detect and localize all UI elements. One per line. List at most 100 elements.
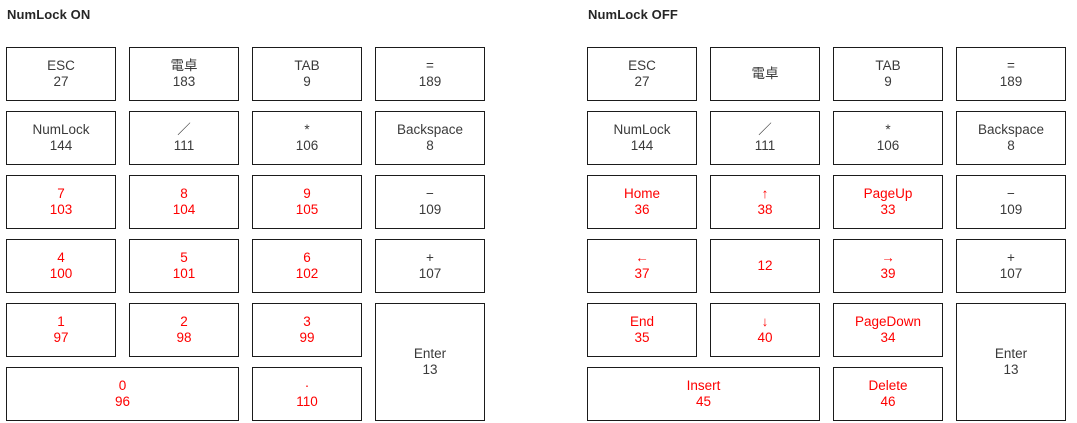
- key-multiply[interactable]: *106: [252, 111, 362, 165]
- key-cap-label: *: [304, 122, 310, 138]
- key-decimal[interactable]: ·110: [252, 367, 362, 421]
- key-minus[interactable]: −109: [375, 175, 485, 229]
- key-cap-label: NumLock: [32, 122, 90, 138]
- key-code-value: 110: [296, 394, 318, 409]
- key-cap-label: Backspace: [396, 122, 464, 138]
- key-cap-label: 1: [57, 314, 65, 330]
- key-cap-label: Delete: [868, 378, 908, 394]
- key-cap-label: 2: [180, 314, 188, 330]
- key-code-value: 9: [303, 74, 311, 89]
- key-code-value: 45: [695, 394, 712, 409]
- key-cap-label: +: [426, 250, 434, 266]
- key-minus[interactable]: −109: [956, 175, 1066, 229]
- key-plus[interactable]: +107: [956, 239, 1066, 293]
- key-code-value: 36: [634, 202, 650, 217]
- key-code-value: 46: [880, 394, 896, 409]
- key-code-value: 101: [172, 266, 196, 281]
- key-code-value: 102: [295, 266, 319, 281]
- key-cap-label: ESC: [628, 58, 656, 74]
- key-cap-label: *: [885, 122, 891, 138]
- key-code-value: 98: [176, 330, 192, 345]
- key-cap-label: →: [881, 250, 895, 266]
- key-code-value: 109: [999, 202, 1023, 217]
- key-cap-label: Enter: [994, 346, 1028, 362]
- key-code-value: 8: [1007, 138, 1015, 153]
- key-code-value: 34: [880, 330, 896, 345]
- key-code-value: 38: [757, 202, 773, 217]
- key-code-value: 97: [53, 330, 69, 345]
- key-code-value: 27: [634, 74, 650, 89]
- key-cap-label: Insert: [686, 378, 721, 394]
- key-code-value: 39: [880, 266, 896, 281]
- key-calculator[interactable]: 電卓: [710, 47, 820, 101]
- key-code-value: 189: [418, 74, 442, 89]
- key-divide[interactable]: ／111: [129, 111, 239, 165]
- key-multiply[interactable]: *106: [833, 111, 943, 165]
- key-cap-label: ／: [758, 122, 772, 138]
- key-12[interactable]: 12: [710, 239, 820, 293]
- key-code-value: 107: [418, 266, 442, 281]
- key-code-value: 109: [418, 202, 442, 217]
- key-cap-label: ESC: [47, 58, 75, 74]
- key-plus[interactable]: +107: [375, 239, 485, 293]
- key-cap-label: =: [1007, 58, 1015, 74]
- key-cap-label: 電卓: [751, 66, 779, 82]
- key-cap-label: +: [1007, 250, 1015, 266]
- key-cap-label: Enter: [413, 346, 447, 362]
- key-cap-label: 5: [180, 250, 188, 266]
- key-code-value: 99: [299, 330, 315, 345]
- key-code-value: 100: [49, 266, 73, 281]
- key-cap-label: ·: [304, 378, 310, 394]
- key-cap-label: PageUp: [863, 186, 913, 202]
- key-cap-label: 4: [57, 250, 65, 266]
- key-code-value: 144: [49, 138, 73, 153]
- key-arrow-up[interactable]: ↑38: [710, 175, 820, 229]
- key-code-value: 104: [172, 202, 196, 217]
- key-cap-label: ↑: [761, 186, 769, 202]
- key-equals[interactable]: =189: [375, 47, 485, 101]
- key-arrow-left[interactable]: ←37: [587, 239, 697, 293]
- key-cap-label: Home: [623, 186, 660, 202]
- key-equals[interactable]: =189: [956, 47, 1066, 101]
- key-code-value: 37: [634, 266, 650, 281]
- key-cap-label: ↓: [761, 314, 769, 330]
- key-cap-label: NumLock: [613, 122, 671, 138]
- key-cap-label: Backspace: [977, 122, 1045, 138]
- key-cap-label: 9: [303, 186, 311, 202]
- key-arrow-down[interactable]: ↓40: [710, 303, 820, 357]
- key-cap-label: PageDown: [854, 314, 922, 330]
- key-divide[interactable]: ／111: [710, 111, 820, 165]
- key-arrow-right[interactable]: →39: [833, 239, 943, 293]
- key-code-value: 27: [53, 74, 69, 89]
- key-code-value: 183: [172, 74, 196, 89]
